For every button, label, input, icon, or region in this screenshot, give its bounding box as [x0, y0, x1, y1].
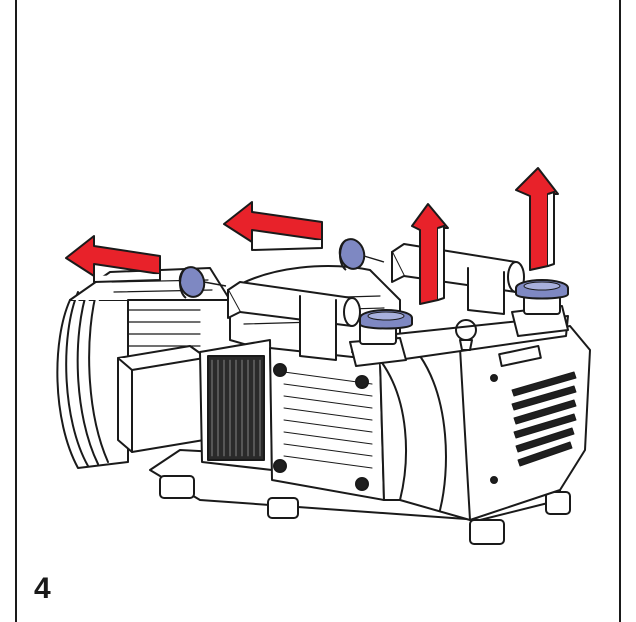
arrows [65, 167, 559, 305]
cap-tilted-left [178, 266, 227, 299]
frame-border [15, 0, 621, 622]
foot-left [159, 475, 195, 499]
caps [178, 238, 569, 330]
foot-right [469, 519, 505, 545]
label-plate [498, 344, 542, 368]
arrow-left-2 [223, 201, 323, 251]
foot-mid [267, 497, 299, 519]
vent-grille [511, 371, 577, 467]
lifting-eye [455, 319, 477, 351]
cap-tilted-right [338, 238, 385, 271]
cap-flat-left [359, 309, 413, 330]
filter-cover [199, 339, 273, 471]
figure-number: 4 [34, 572, 51, 605]
tube-left [227, 281, 361, 361]
foot-far-right [545, 491, 571, 515]
vacuum-pump-illustration [56, 243, 591, 545]
arrow-left-1 [65, 235, 161, 283]
pump-body-right [379, 325, 591, 521]
finned-cover [269, 347, 385, 501]
tube-right [391, 243, 525, 315]
cap-flat-right [515, 279, 569, 300]
arrow-up-2 [515, 167, 559, 271]
arrow-up-1 [411, 203, 449, 305]
